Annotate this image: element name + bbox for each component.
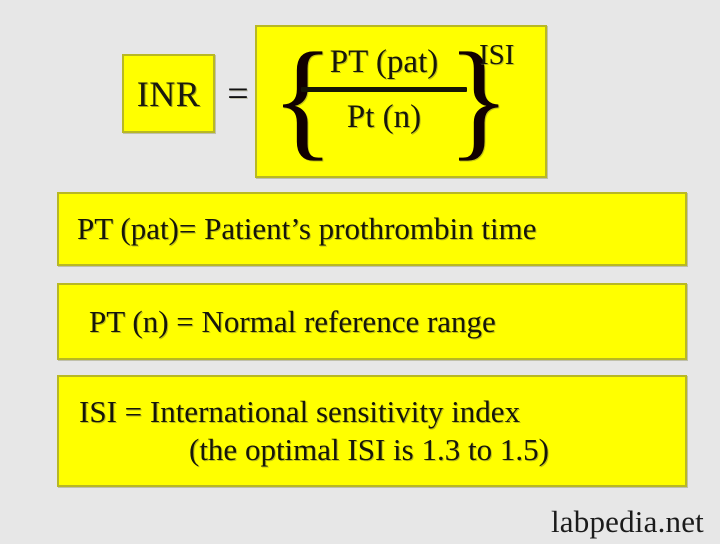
inr-term-box: INR xyxy=(122,54,215,133)
fraction-bar xyxy=(301,86,467,92)
definition-text: ISI = International sensitivity index (t… xyxy=(59,377,685,485)
fraction: PT (pat) Pt (n) xyxy=(301,44,467,135)
definition-row-pt-pat: PT (pat)= Patient’s prothrombin time xyxy=(57,192,687,266)
definition-row-isi: ISI = International sensitivity index (t… xyxy=(57,375,687,487)
brace-close-icon: } xyxy=(447,25,511,172)
fraction-numerator: PT (pat) xyxy=(329,44,439,80)
formula-expression: { } PT (pat) Pt (n) ISI xyxy=(257,27,545,176)
definition-text: PT (n) = Normal reference range xyxy=(59,285,685,358)
footer-watermark: labpedia.net xyxy=(550,504,704,539)
definition-line: PT (pat)= Patient’s prothrombin time xyxy=(77,211,537,247)
isi-exponent: ISI xyxy=(479,39,515,71)
definition-line: ISI = International sensitivity index xyxy=(79,394,521,430)
brace-open-icon: { xyxy=(271,25,335,172)
equals-sign: = xyxy=(227,73,249,115)
definition-text: PT (pat)= Patient’s prothrombin time xyxy=(59,194,685,264)
definition-line: PT (n) = Normal reference range xyxy=(89,303,496,339)
definition-row-pt-n: PT (n) = Normal reference range xyxy=(57,283,687,360)
fraction-denominator: Pt (n) xyxy=(346,98,422,135)
formula-box: { } PT (pat) Pt (n) ISI xyxy=(255,25,547,178)
definition-line: (the optimal ISI is 1.3 to 1.5) xyxy=(189,432,549,467)
inr-term-label: INR xyxy=(136,73,201,114)
